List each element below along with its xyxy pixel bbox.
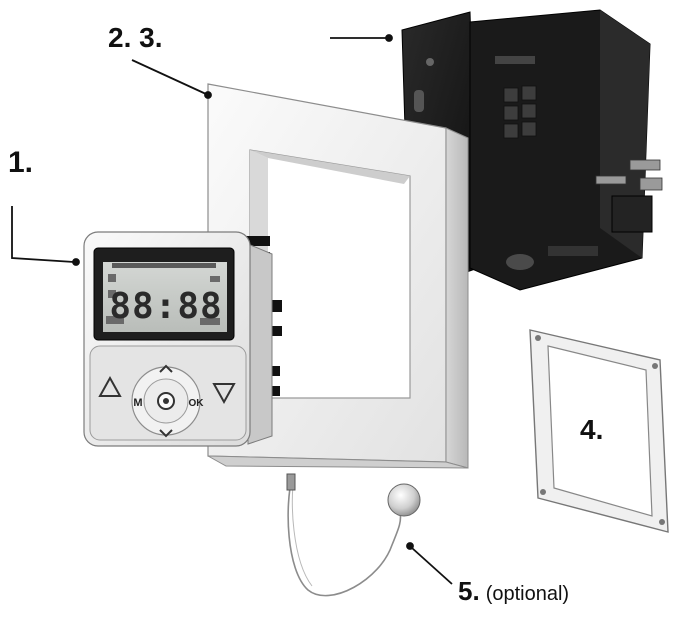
leader-dot-2 <box>204 91 212 99</box>
leader-lines <box>11 34 453 585</box>
sensor-ball <box>387 483 421 517</box>
adapter-frame <box>529 329 669 533</box>
up-triangle-icon <box>98 375 122 397</box>
caret-up-icon <box>159 364 173 373</box>
menu-key-label: M <box>133 397 142 409</box>
callout-1: 1. <box>8 146 34 179</box>
lcd-digits: 88:88 <box>109 286 222 327</box>
callout-4: 4. <box>580 414 604 445</box>
callout-5: 5.(optional) <box>458 578 569 604</box>
leader-line-5 <box>411 547 453 585</box>
leader-dot-5 <box>406 542 414 550</box>
leader-dot-1 <box>72 258 80 266</box>
design-frame <box>207 83 469 469</box>
callout-5-note: (optional) <box>485 583 570 605</box>
down-triangle-icon <box>212 383 236 405</box>
control-unit: 88:88 M OK <box>83 231 282 447</box>
ok-key-label: OK <box>189 398 205 409</box>
callout-5-number: 5. <box>458 576 480 606</box>
leader-dot-3 <box>385 34 393 42</box>
external-sensor <box>286 473 421 597</box>
callout-2-3: 2. 3. <box>108 22 163 53</box>
leader-line-1 <box>11 206 75 263</box>
leader-line-2 <box>131 59 207 95</box>
caret-down-icon <box>159 429 173 438</box>
